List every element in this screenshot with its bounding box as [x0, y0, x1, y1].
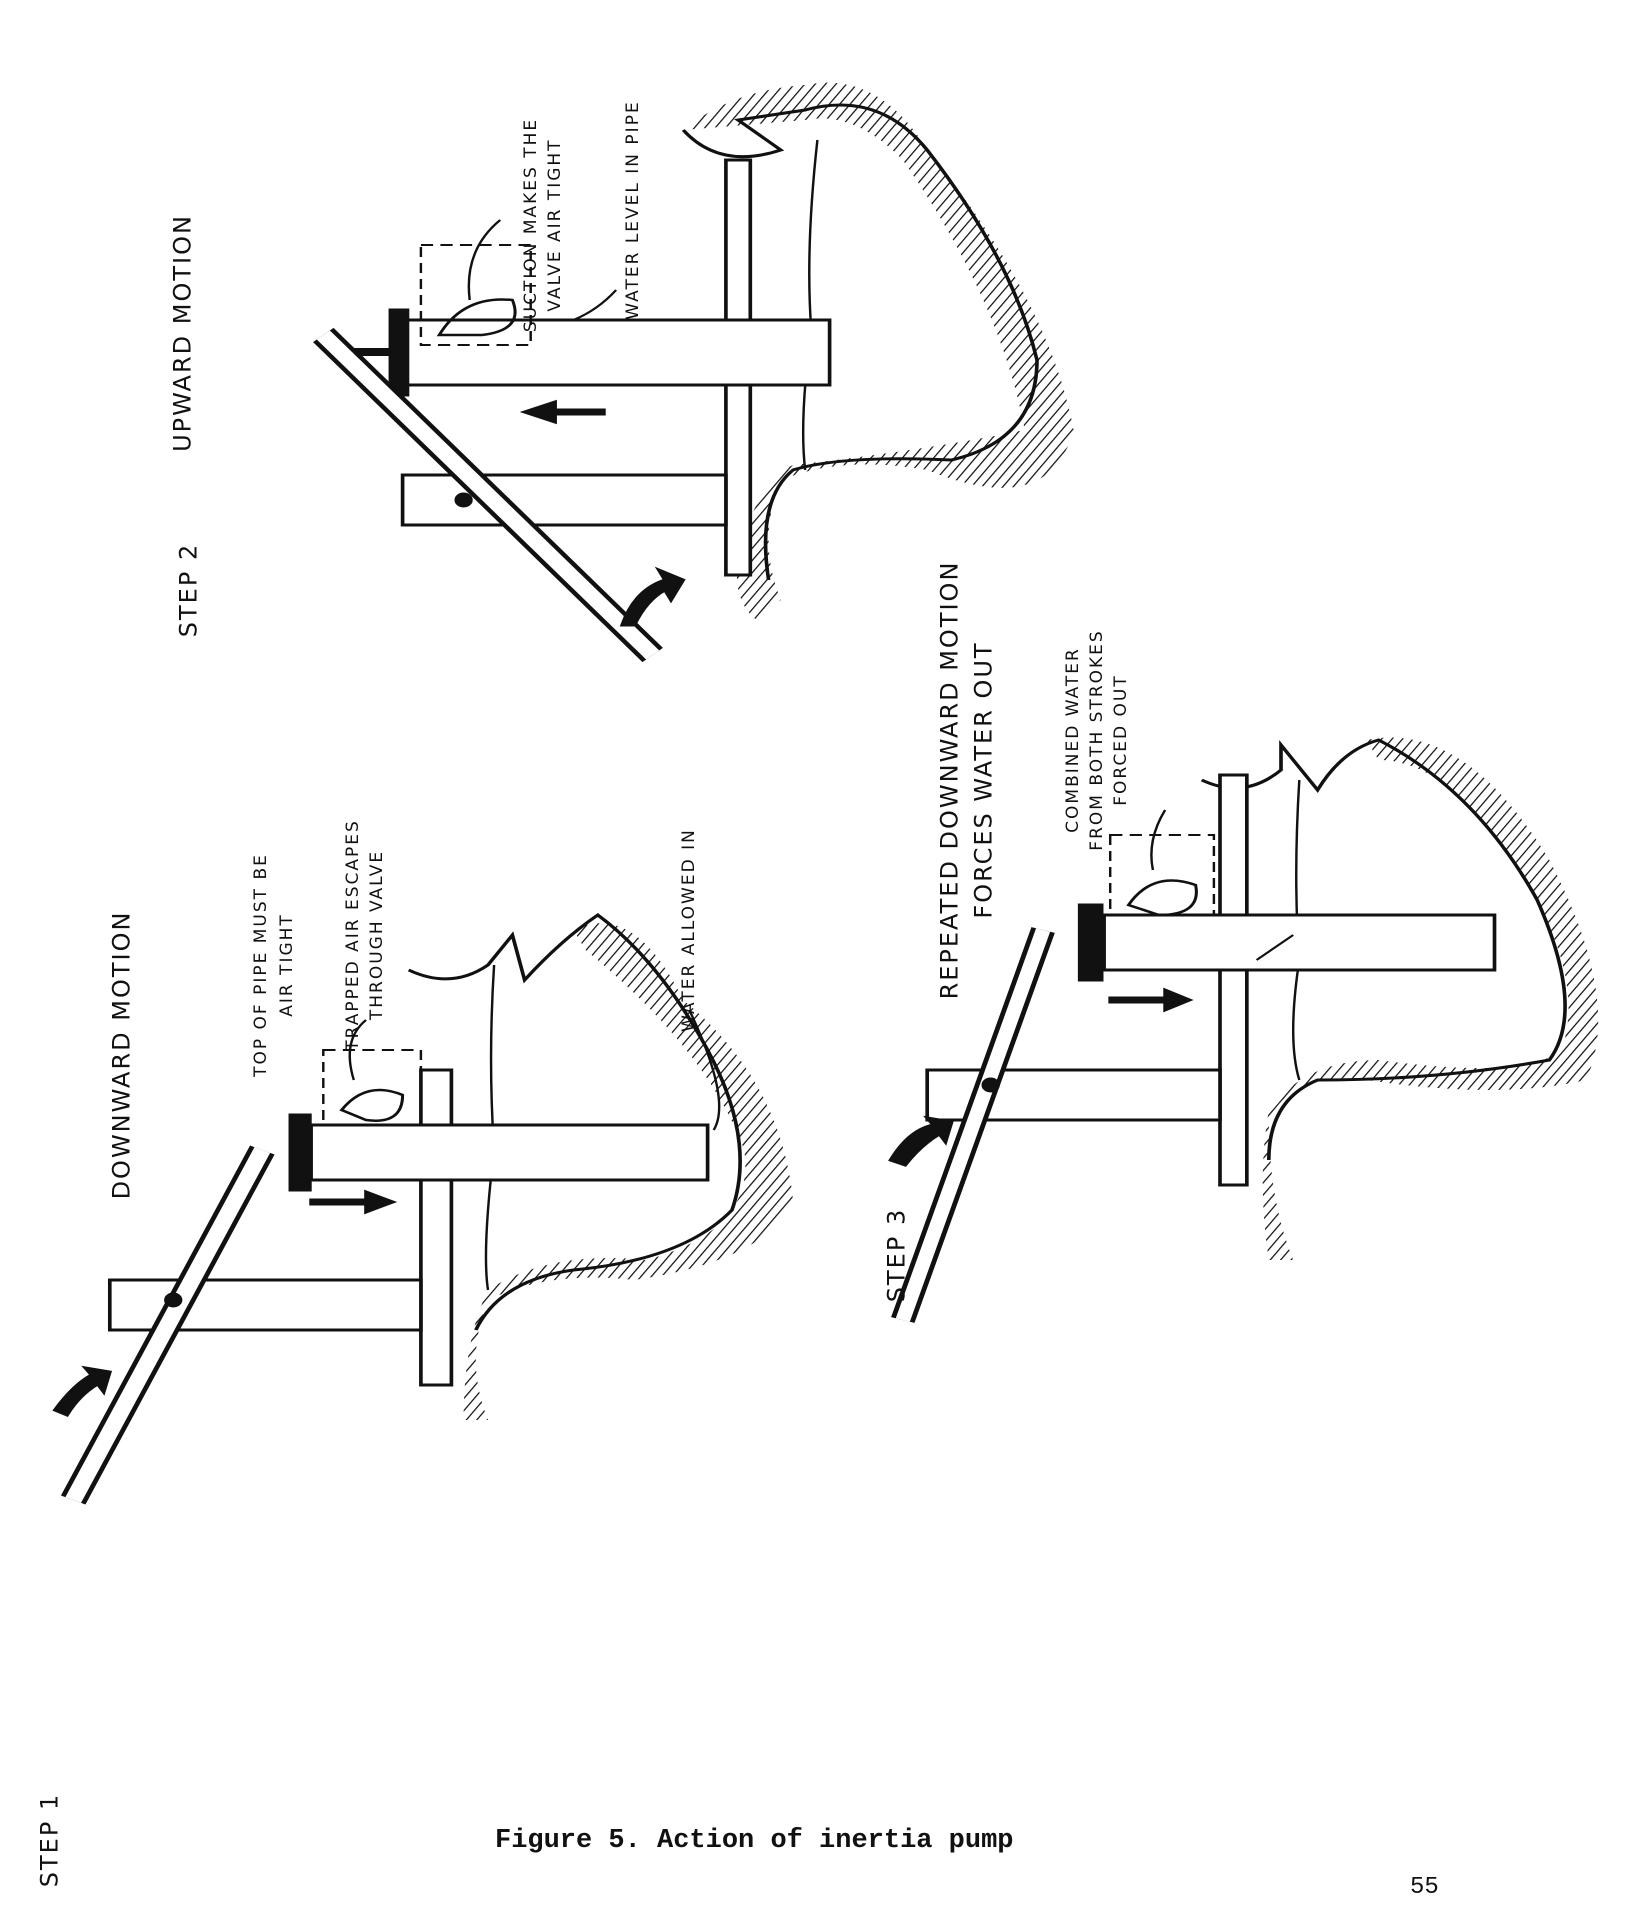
curved-arrow: [52, 1365, 113, 1418]
step1-title: DOWNWARD MOTION: [107, 910, 136, 1200]
figure-caption: Figure 5. Action of inertia pump: [495, 1826, 1014, 1856]
support-post: [400, 473, 728, 527]
step1-note-line2: AIR TIGHT: [277, 913, 298, 1017]
pipe-flange: [288, 1113, 312, 1192]
pipe-flange: [388, 308, 410, 397]
step1-note-line1: TOP OF PIPE MUST BE: [251, 853, 272, 1077]
pipe: [1102, 913, 1497, 972]
ground-board: [1218, 773, 1249, 1187]
flow-arrow: [1255, 934, 1294, 961]
left-arrow: [519, 399, 606, 425]
step2-note-line2: VALVE AIR TIGHT: [545, 138, 566, 312]
ground-hatching: [1262, 737, 1599, 1260]
valve-callout-box: [419, 244, 532, 346]
step2-water-level-note: WATER LEVEL IN PIPE: [623, 100, 644, 320]
step1-note-line4: THROUGH VALVE: [367, 849, 388, 1021]
step2-sketch: [313, 82, 1074, 663]
well-outline: [407, 913, 742, 1331]
pipe: [309, 1123, 710, 1182]
step2-note-line1: SUCTION MAKES THE: [521, 117, 542, 333]
right-arrow: [1108, 987, 1194, 1013]
well-outline: [681, 103, 1039, 581]
curved-arrow: [619, 566, 686, 627]
pipe-flange: [1077, 903, 1104, 982]
well-outline: [1200, 738, 1567, 1161]
callout-leader: [348, 1019, 367, 1081]
step3-label: STEP 3: [882, 1207, 911, 1303]
step3-note-line1: COMBINED WATER: [1063, 647, 1084, 833]
callout-leader: [1150, 809, 1167, 871]
valve-flap: [339, 1088, 405, 1122]
step3-title-line2: FORCES WATER OUT: [969, 641, 998, 919]
pivot-bolt: [164, 1292, 183, 1308]
step1-label: STEP 1: [35, 1792, 64, 1888]
step1-water-note: WATER ALLOWED IN: [679, 828, 700, 1032]
step3-note-line3: FORCED OUT: [1111, 674, 1132, 806]
pivot-bolt: [454, 492, 473, 508]
right-arrow: [309, 1189, 398, 1215]
step1-note-line3: TRAPPED AIR ESCAPES: [343, 819, 364, 1051]
step3-sketch: [888, 737, 1599, 1323]
valve-flap: [436, 298, 517, 337]
step3-note-line2: FROM BOTH STROKES: [1087, 629, 1108, 851]
page-number: 55: [1410, 1874, 1439, 1901]
step1-sketch: [52, 913, 793, 1505]
valve-callout-box: [1108, 834, 1216, 916]
pipe: [400, 318, 832, 387]
valve-callout-box: [322, 1049, 423, 1126]
water-line: [801, 139, 819, 471]
ground-board: [419, 1068, 454, 1387]
callout-leader: [467, 219, 502, 301]
step3-title-line1: REPEATED DOWNWARD MOTION: [935, 560, 964, 1000]
curved-arrow: [888, 1115, 954, 1167]
callout-leader-water: [688, 1009, 721, 1131]
pivot-bolt: [981, 1077, 1000, 1093]
valve-flap: [1126, 879, 1198, 917]
ground-hatching: [463, 923, 793, 1420]
callout-leader-water: [572, 289, 618, 321]
step2-label: STEP 2: [174, 542, 203, 638]
step2-title: UPWARD MOTION: [168, 214, 197, 452]
